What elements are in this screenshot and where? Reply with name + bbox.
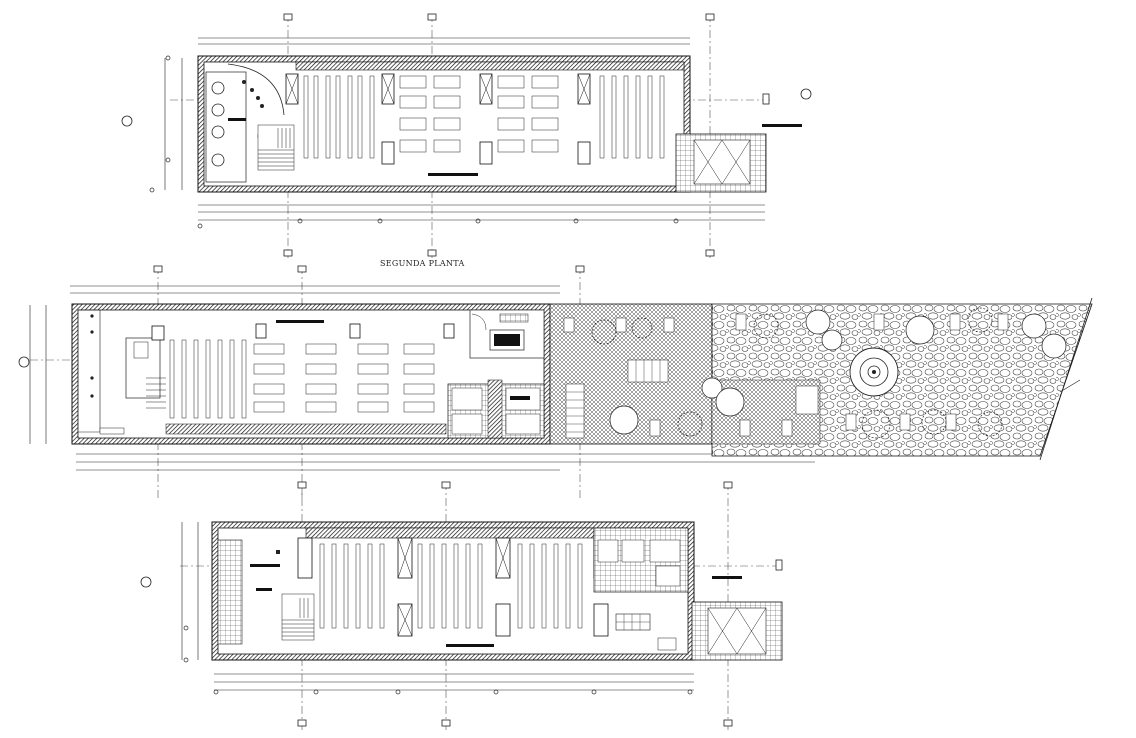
middle-floor-plan <box>18 265 1093 500</box>
bottom-floor-plan <box>140 481 783 730</box>
top-floor-plan <box>121 13 812 258</box>
plan-caption: SEGUNDA PLANTA <box>380 259 465 268</box>
